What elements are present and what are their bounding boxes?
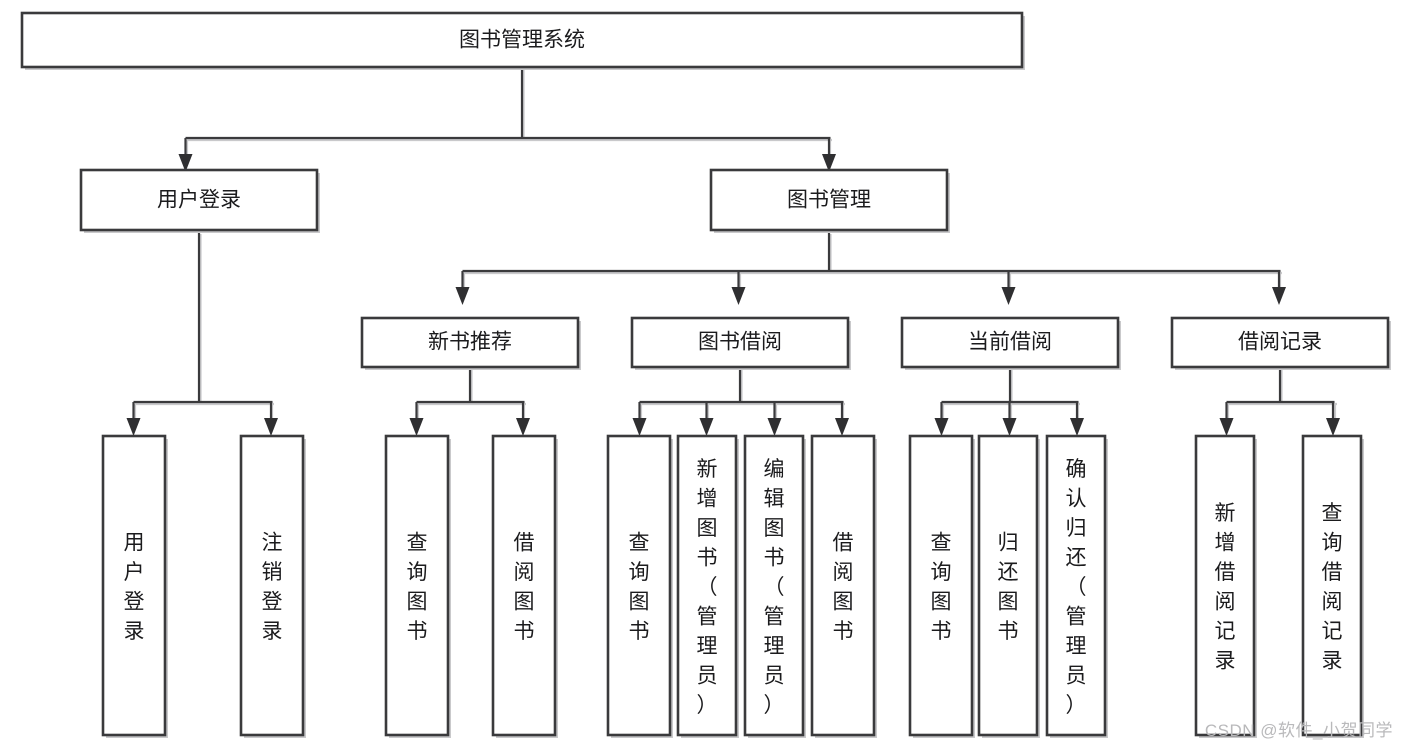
node-current-borrow[interactable]: 当前借阅 xyxy=(900,316,1121,370)
node-leaf-user-logout[interactable]: 注销登录 xyxy=(239,434,306,738)
node-leaf-user-logout-label: 注销登录 xyxy=(262,532,283,644)
node-book-manage[interactable]: 图书管理 xyxy=(709,168,950,233)
connector-bookborrow-to-leaves xyxy=(632,368,849,436)
node-leaf-return-book-label: 归还图书 xyxy=(998,532,1019,644)
node-leaf-query-book-2[interactable]: 查询图书 xyxy=(606,434,673,738)
node-leaf-return-book[interactable]: 归还图书 xyxy=(977,434,1040,738)
node-leaf-query-book-1[interactable]: 查询图书 xyxy=(384,434,451,738)
leaf-layer: 用户登录 注销登录 查询图书 借阅图书 查询图书 xyxy=(101,434,1364,738)
connector-bookmanage-to-level2 xyxy=(455,232,1286,305)
connector-userlogin-to-leaves xyxy=(126,232,278,436)
node-leaf-query-book-3-label: 查询图书 xyxy=(931,532,952,644)
node-current-borrow-label: 当前借阅 xyxy=(968,331,1052,354)
node-leaf-add-book-label: 新增图书（管理员） xyxy=(697,458,718,717)
node-leaf-borrow-book-1-label: 借阅图书 xyxy=(514,532,535,644)
node-book-manage-label: 图书管理 xyxy=(787,189,871,212)
node-leaf-edit-book-label: 编辑图书（管理员） xyxy=(764,458,785,717)
node-leaf-query-record-label: 查询借阅记录 xyxy=(1322,502,1343,673)
connector-layer xyxy=(126,68,1340,436)
connector-newbook-to-leaves xyxy=(409,368,530,436)
node-leaf-add-record[interactable]: 新增借阅记录 xyxy=(1194,434,1257,738)
node-leaf-query-book-3[interactable]: 查询图书 xyxy=(908,434,975,738)
node-root[interactable]: 图书管理系统 xyxy=(20,11,1025,70)
node-leaf-user-login[interactable]: 用户登录 xyxy=(101,434,168,738)
node-new-book-recommend-label: 新书推荐 xyxy=(428,331,512,354)
node-new-book-recommend[interactable]: 新书推荐 xyxy=(360,316,581,370)
node-leaf-borrow-book-1[interactable]: 借阅图书 xyxy=(491,434,558,738)
connector-borrowrecord-to-leaves xyxy=(1219,368,1340,436)
node-borrow-record[interactable]: 借阅记录 xyxy=(1170,316,1391,370)
csdn-watermark: CSDN @软件_小贺同学 xyxy=(1204,721,1393,740)
node-user-login-label: 用户登录 xyxy=(157,189,241,212)
node-leaf-borrow-book-2-label: 借阅图书 xyxy=(833,532,854,644)
node-book-borrow-label: 图书借阅 xyxy=(698,331,782,354)
node-leaf-borrow-book-2[interactable]: 借阅图书 xyxy=(810,434,877,738)
node-root-label: 图书管理系统 xyxy=(459,29,585,52)
node-leaf-user-login-label: 用户登录 xyxy=(124,532,145,644)
node-user-login[interactable]: 用户登录 xyxy=(79,168,320,233)
node-book-borrow[interactable]: 图书借阅 xyxy=(630,316,851,370)
node-leaf-add-record-label: 新增借阅记录 xyxy=(1215,502,1236,673)
node-leaf-edit-book[interactable]: 编辑图书（管理员） xyxy=(743,434,806,738)
node-leaf-query-book-1-label: 查询图书 xyxy=(407,532,428,644)
node-leaf-add-book[interactable]: 新增图书（管理员） xyxy=(676,434,739,738)
node-leaf-query-record[interactable]: 查询借阅记录 xyxy=(1301,434,1364,738)
node-leaf-confirm-return[interactable]: 确认归还（管理员） xyxy=(1045,434,1108,738)
connector-currentborrow-to-leaves xyxy=(934,368,1084,436)
node-leaf-query-book-2-label: 查询图书 xyxy=(629,532,650,644)
connector-root-to-level1 xyxy=(178,68,836,172)
node-borrow-record-label: 借阅记录 xyxy=(1238,331,1322,354)
node-leaf-confirm-return-label: 确认归还（管理员） xyxy=(1066,458,1087,717)
